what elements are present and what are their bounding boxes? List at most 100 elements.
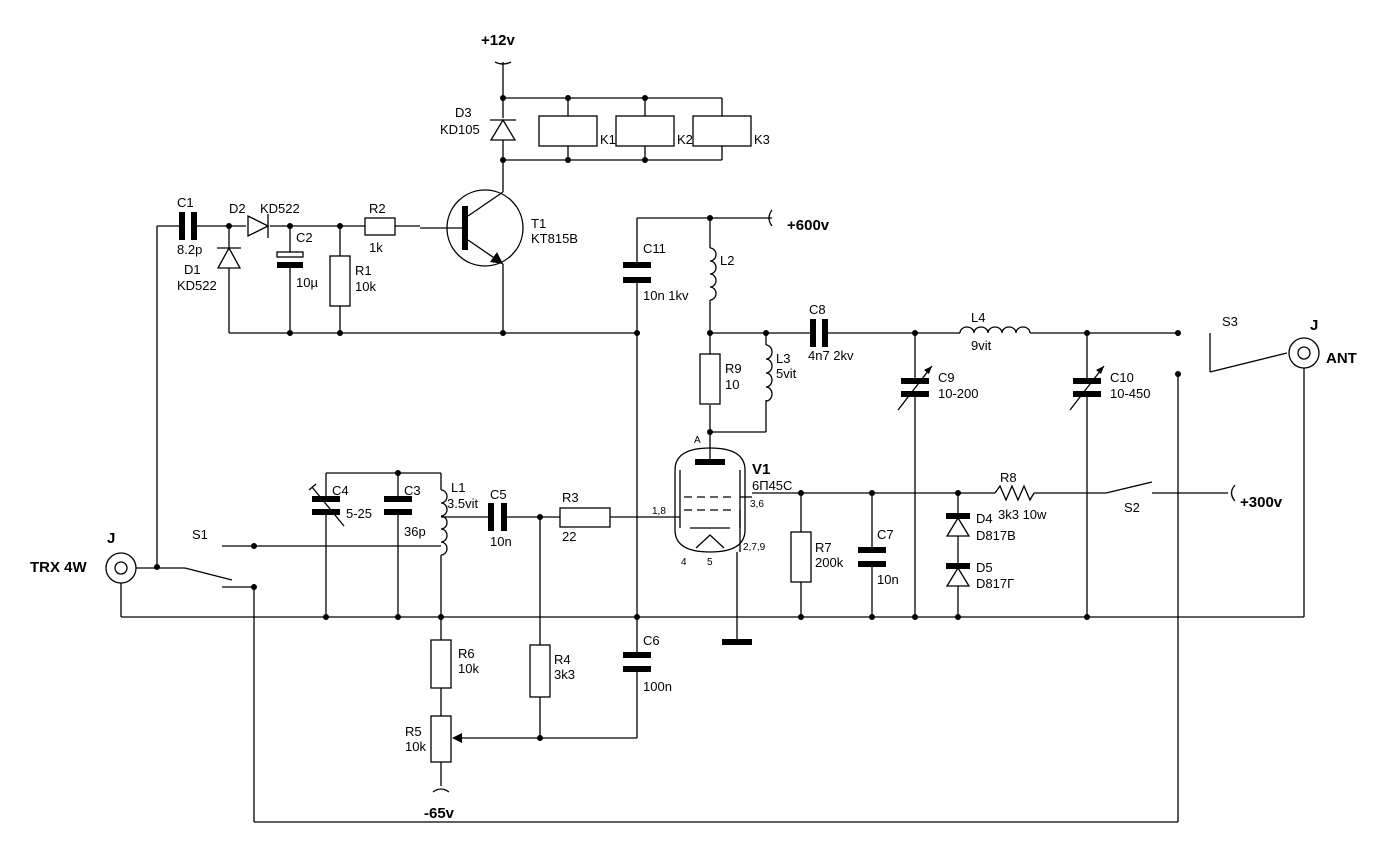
label-r2: R2: [369, 201, 386, 216]
tube-v1: [674, 447, 752, 645]
resistor-r9: [699, 353, 721, 405]
label-r5: R5: [405, 724, 422, 739]
label-c5-value: 10n: [490, 534, 512, 549]
relay-k3: [692, 115, 752, 147]
supply-600v-wiring: [634, 209, 773, 617]
label-t1-value: KT815B: [531, 231, 578, 246]
label-d5: D5: [976, 560, 993, 575]
label-c4-value: 5-25: [346, 506, 372, 521]
capacitor-c8: [810, 319, 828, 347]
label-r6: R6: [458, 646, 475, 661]
label-pin-5: 5: [707, 557, 713, 568]
resistor-r6: [430, 639, 452, 716]
label-l1: L1: [451, 480, 465, 495]
label-c10: C10: [1110, 370, 1134, 385]
label-c6-value: 100n: [643, 679, 672, 694]
resistor-r2: [364, 217, 396, 236]
detector-wiring: [156, 223, 640, 566]
variable-capacitor-c4: [308, 473, 345, 617]
resistor-r1: [329, 226, 351, 333]
label-l4: L4: [971, 310, 985, 325]
label-k1: K1: [600, 132, 616, 147]
switch-s3: [1175, 330, 1288, 822]
label-supply-300v: +300v: [1240, 494, 1283, 511]
switch-s1: [184, 543, 1178, 823]
label-c7: C7: [877, 527, 894, 542]
label-c5: C5: [490, 487, 507, 502]
label-d3-value: KD105: [440, 122, 480, 137]
transistor-t1: [420, 189, 524, 333]
relay-k2: [615, 115, 675, 147]
screen-supply-wiring: [752, 481, 1236, 502]
relay-bus: [500, 95, 723, 163]
label-s3: S3: [1222, 314, 1238, 329]
label-pin-36: 3,6: [750, 499, 764, 510]
label-l1-value: 3.5vit: [447, 496, 478, 511]
label-t1: T1: [531, 216, 546, 231]
supply-12v-terminal: [494, 61, 512, 98]
label-l3: L3: [776, 351, 790, 366]
label-s2: S2: [1124, 500, 1140, 515]
label-jack-ant: J: [1310, 317, 1318, 334]
label-d1-value: KD522: [177, 278, 217, 293]
label-v1: V1: [752, 461, 770, 478]
diode-d3: [489, 98, 517, 192]
zener-d5: [945, 563, 971, 617]
label-k2: K2: [677, 132, 693, 147]
label-r9-value: 10: [725, 377, 739, 392]
ant-connector: [1288, 337, 1320, 617]
capacitor-c1: [179, 212, 197, 240]
trx-connector: [105, 552, 185, 617]
label-supply-12v: +12v: [481, 32, 515, 49]
label-c8: C8: [809, 302, 826, 317]
capacitor-c2: [276, 226, 304, 333]
label-l4-value: 9vit: [971, 338, 992, 353]
diode-d1: [216, 226, 242, 333]
inductor-l1: [440, 473, 488, 640]
capacitor-c7: [858, 493, 886, 617]
label-r3-value: 22: [562, 529, 576, 544]
label-l3-value: 5vit: [776, 366, 797, 381]
label-r8-value: 3k3 10w: [998, 507, 1047, 522]
label-c11: C11: [643, 241, 666, 256]
label-d4-value: D817B: [976, 528, 1016, 543]
capacitor-c11: [623, 262, 651, 283]
label-c3-value: 36p: [404, 524, 426, 539]
variable-capacitor-c10: [1069, 333, 1105, 617]
label-pin-anode: A: [694, 435, 701, 446]
label-r1-value: 10k: [355, 279, 376, 294]
label-pin-18: 1,8: [652, 506, 666, 517]
capacitor-c5: [488, 503, 560, 531]
label-r7-value: 200k: [815, 555, 844, 570]
label-r4: R4: [554, 652, 571, 667]
label-trx: TRX 4W: [30, 559, 88, 576]
label-ant: ANT: [1326, 350, 1357, 367]
label-c2-value: 10µ: [296, 275, 318, 290]
label-c7-value: 10n: [877, 572, 899, 587]
variable-capacitor-c9: [897, 333, 933, 617]
label-c8-value: 4n7 2kv: [808, 348, 854, 363]
label-pin-279: 2,7,9: [743, 542, 766, 553]
label-l2: L2: [720, 253, 734, 268]
label-c9: C9: [938, 370, 955, 385]
resistor-r7: [790, 493, 812, 617]
label-c1-value: 8.2p: [177, 242, 202, 257]
label-k3: K3: [754, 132, 770, 147]
label-c9-value: 10-200: [938, 386, 978, 401]
label-d5-value: D817Г: [976, 576, 1014, 591]
diode-d2: [247, 214, 270, 238]
capacitor-c3: [384, 473, 412, 617]
label-r6-value: 10k: [458, 661, 479, 676]
label-r8: R8: [1000, 470, 1017, 485]
label-d1: D1: [184, 262, 201, 277]
label-c2: C2: [296, 230, 313, 245]
input-tank-top: [326, 470, 441, 476]
label-c3: C3: [404, 483, 421, 498]
label-supply-m65v: -65v: [424, 805, 455, 822]
label-s1: S1: [192, 527, 208, 542]
inductor-l2: [709, 247, 717, 301]
label-r2-value: 1k: [369, 240, 383, 255]
label-pin-4: 4: [681, 557, 687, 568]
potentiometer-r5: [430, 715, 637, 793]
label-supply-600v: +600v: [787, 217, 830, 234]
